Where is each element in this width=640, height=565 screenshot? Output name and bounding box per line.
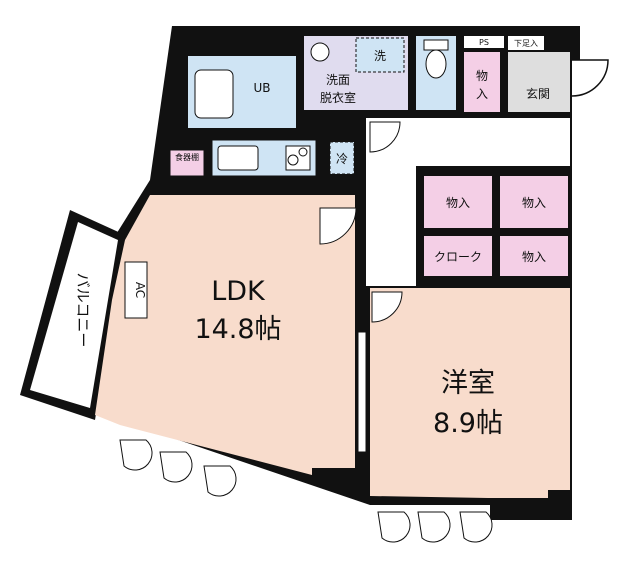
fridge-label: 冷 xyxy=(336,152,348,166)
washroom-label-1: 洗面 xyxy=(326,73,350,87)
burner-2 xyxy=(298,147,308,157)
storage-2 xyxy=(500,176,568,228)
entrance-label: 玄関 xyxy=(526,86,550,101)
washroom-label-2: 脱衣室 xyxy=(320,90,356,105)
ps-shaft xyxy=(464,36,504,48)
kitchen-sink xyxy=(217,145,259,171)
burner-1 xyxy=(287,154,299,166)
shoe-box-label: 下足入 xyxy=(514,39,538,48)
ldk-room xyxy=(95,195,355,475)
bathtub xyxy=(194,69,234,119)
ldk-door xyxy=(319,207,357,245)
washer-label: 洗 xyxy=(374,49,386,63)
western-window-3 xyxy=(459,511,493,543)
western-window-1 xyxy=(377,511,411,543)
entry-storage xyxy=(464,52,500,112)
western-room xyxy=(370,288,570,498)
shoe-box xyxy=(508,36,544,50)
western-size: 8.9帖 xyxy=(433,408,503,439)
ps-label: PS xyxy=(479,38,489,47)
storage-1-label: 物入 xyxy=(446,196,470,210)
partition xyxy=(357,331,367,453)
pantry xyxy=(169,149,205,177)
storage-1 xyxy=(424,176,492,228)
ac-unit xyxy=(124,261,148,319)
storage-2-label: 物入 xyxy=(522,196,546,210)
entry-storage-label-1: 物 xyxy=(476,69,488,83)
entry-storage-label-2: 入 xyxy=(476,87,488,101)
fridge xyxy=(329,141,355,175)
bath-label: UB xyxy=(253,81,270,95)
closet-label: クローク xyxy=(434,250,482,264)
toilet-tank xyxy=(423,39,449,51)
ldk-window-2 xyxy=(159,451,193,483)
hallway-lower xyxy=(366,166,416,286)
entrance xyxy=(508,52,570,112)
balcony-floor xyxy=(30,222,118,408)
pantry-label: 食器棚 xyxy=(175,152,199,162)
western-name: 洋室 xyxy=(441,368,495,399)
ac-label: AC xyxy=(133,282,147,298)
wash-basin xyxy=(310,42,330,62)
closet xyxy=(424,236,492,276)
ldk-name: LDK xyxy=(211,276,266,307)
hall-door-1 xyxy=(369,121,401,153)
washer-space xyxy=(355,37,405,73)
storage-3 xyxy=(500,236,568,276)
western-door xyxy=(371,291,403,323)
ldk-size: 14.8帖 xyxy=(194,314,281,345)
entrance-door xyxy=(571,59,609,97)
ldk-window-1 xyxy=(119,439,153,471)
western-window-2 xyxy=(417,511,451,543)
toilet-bowl xyxy=(425,49,447,79)
storage-3-label: 物入 xyxy=(522,250,546,264)
ldk-window-3 xyxy=(203,465,237,497)
balcony-label: バルコニー xyxy=(74,273,92,348)
